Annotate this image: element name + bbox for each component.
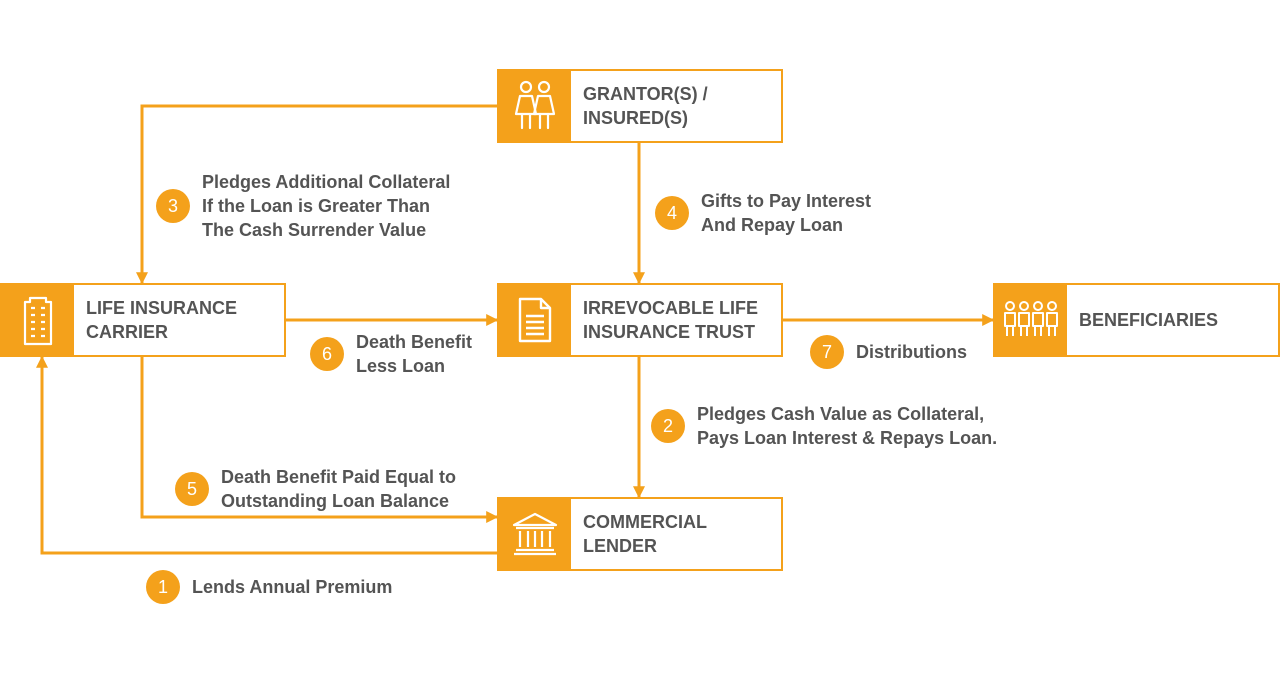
step-number-badge: 2 <box>651 409 685 443</box>
couple-icon <box>514 80 556 130</box>
node-lender: COMMERCIAL LENDER <box>497 497 783 571</box>
group-icon <box>1004 301 1058 336</box>
node-carrier: LIFE INSURANCE CARRIER <box>0 283 286 357</box>
step-6: 6 Death Benefit Less Loan <box>310 330 472 378</box>
building-icon <box>23 296 53 346</box>
arrow-lender-to-carrier <box>36 355 497 555</box>
step-label: Death Benefit Paid Equal to Outstanding … <box>221 467 457 511</box>
node-grantor: GRANTOR(S) / INSURED(S) <box>497 69 783 143</box>
node-lender-label: COMMERCIAL LENDER <box>583 512 707 556</box>
node-trust-label: IRREVOCABLE LIFE INSURANCE TRUST <box>583 298 759 342</box>
step-label: Lends Annual Premium <box>192 577 393 597</box>
step-1: 1 Lends Annual Premium <box>146 570 392 604</box>
step-5: 5 Death Benefit Paid Equal to Outstandin… <box>175 465 456 513</box>
step-label: Death Benefit Less Loan <box>356 332 473 376</box>
arrow-carrier-to-lender <box>140 357 499 523</box>
step-2: 2 Pledges Cash Value as Collateral, Pays… <box>651 402 997 450</box>
step-number-badge: 4 <box>655 196 689 230</box>
node-carrier-label: LIFE INSURANCE CARRIER <box>86 298 238 342</box>
node-beneficiaries: BENEFICIARIES <box>993 283 1280 357</box>
step-3: 3 Pledges Additional Collateral If the L… <box>156 170 450 242</box>
step-number-badge: 7 <box>810 335 844 369</box>
node-beneficiaries-label: BENEFICIARIES <box>1079 310 1219 330</box>
step-number-badge: 6 <box>310 337 344 371</box>
arrow-grantor-to-carrier <box>136 104 497 285</box>
node-trust: IRREVOCABLE LIFE INSURANCE TRUST <box>497 283 783 357</box>
step-7: 7 Distributions <box>810 335 967 369</box>
bank-icon <box>512 512 558 556</box>
step-4: 4 Gifts to Pay Interest And Repay Loan <box>655 189 871 237</box>
step-label: Pledges Cash Value as Collateral, Pays L… <box>697 404 998 448</box>
step-label: Gifts to Pay Interest And Repay Loan <box>701 191 872 235</box>
step-number-badge: 1 <box>146 570 180 604</box>
node-grantor-label: GRANTOR(S) / INSURED(S) <box>583 84 708 128</box>
step-number-badge: 3 <box>156 189 190 223</box>
step-label: Pledges Additional Collateral If the Loa… <box>202 172 451 240</box>
step-number-badge: 5 <box>175 472 209 506</box>
document-icon <box>518 297 552 343</box>
step-label: Distributions <box>856 342 967 362</box>
